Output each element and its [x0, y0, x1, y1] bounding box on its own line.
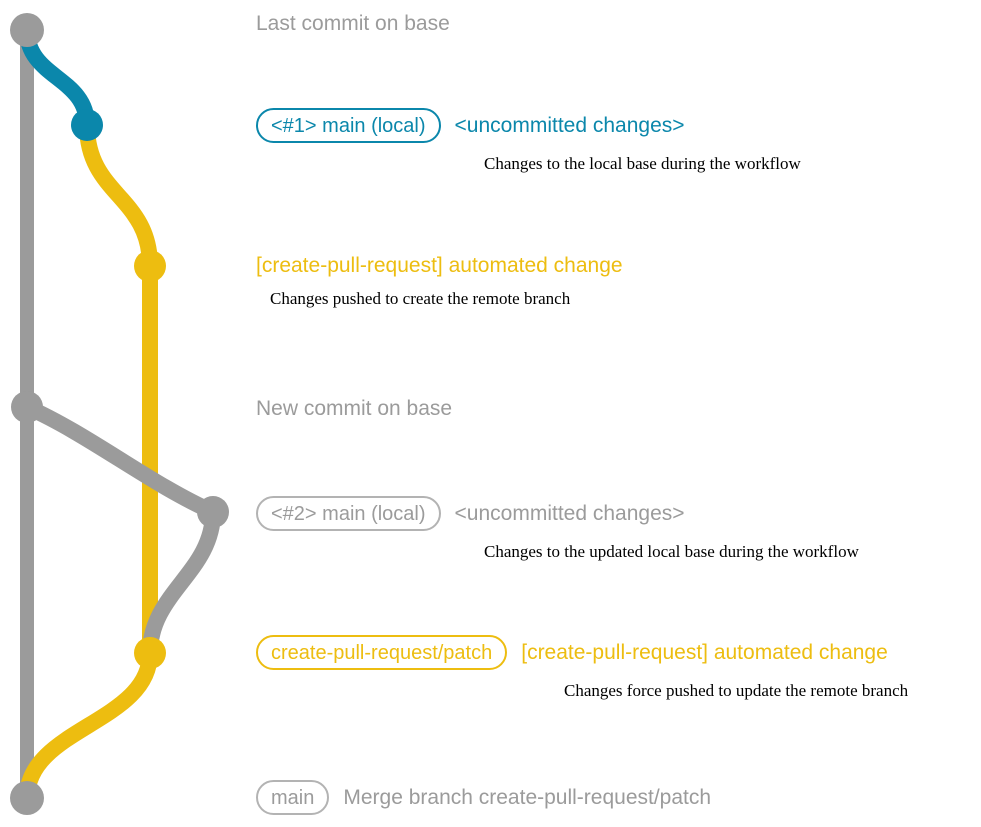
commit-node-automated-change-1[interactable] [134, 250, 166, 282]
edge-base-to-local2 [19, 399, 221, 520]
commit-node-automated-change-2[interactable] [134, 637, 166, 669]
commit-subject: [create-pull-request] automated change [256, 254, 623, 277]
commit-subject: New commit on base [256, 397, 453, 420]
commit-description: Changes to the updated local base during… [484, 542, 859, 561]
commit-entry-automated-change-1: [create-pull-request] automated change C… [256, 255, 623, 309]
edge-patch2-to-merge [19, 645, 158, 806]
commit-subject: Last commit on base [256, 12, 450, 35]
ref-badge-main-local-2[interactable]: <#2> main (local) [256, 496, 441, 531]
commit-subject: <uncommitted changes> [454, 502, 685, 525]
edge-local1-to-patch1 [79, 117, 158, 274]
commit-node-local-1[interactable] [71, 109, 103, 141]
commit-subject: [create-pull-request] automated change [521, 641, 888, 664]
ref-badge-main-local-1[interactable]: <#1> main (local) [256, 108, 441, 143]
commit-node-last-commit-on-base[interactable] [10, 13, 44, 47]
edge-local2-to-patch2 [142, 504, 221, 661]
commit-subject: Merge branch create-pull-request/patch [343, 786, 712, 809]
commit-entry-last-commit-on-base: Last commit on base [256, 13, 450, 34]
commit-node-merge[interactable] [10, 781, 44, 815]
commit-entry-new-commit-on-base: New commit on base [256, 398, 452, 419]
commit-description: Changes to the local base during the wor… [484, 154, 801, 173]
commit-entry-merge: main Merge branch create-pull-request/pa… [256, 780, 711, 815]
commit-entry-local-1: <#1> main (local) <uncommitted changes> … [256, 108, 801, 174]
commit-node-local-2[interactable] [197, 496, 229, 528]
commit-entry-automated-change-2: create-pull-request/patch [create-pull-r… [256, 635, 908, 701]
commit-entry-local-2: <#2> main (local) <uncommitted changes> … [256, 496, 859, 562]
commit-description: Changes force pushed to update the remot… [564, 681, 909, 700]
ref-badge-main[interactable]: main [256, 780, 330, 815]
commit-subject: <uncommitted changes> [454, 114, 685, 137]
commit-description: Changes pushed to create the remote bran… [270, 289, 571, 308]
ref-badge-create-pull-request-patch[interactable]: create-pull-request/patch [256, 635, 508, 670]
commit-node-new-commit-on-base[interactable] [11, 391, 43, 423]
